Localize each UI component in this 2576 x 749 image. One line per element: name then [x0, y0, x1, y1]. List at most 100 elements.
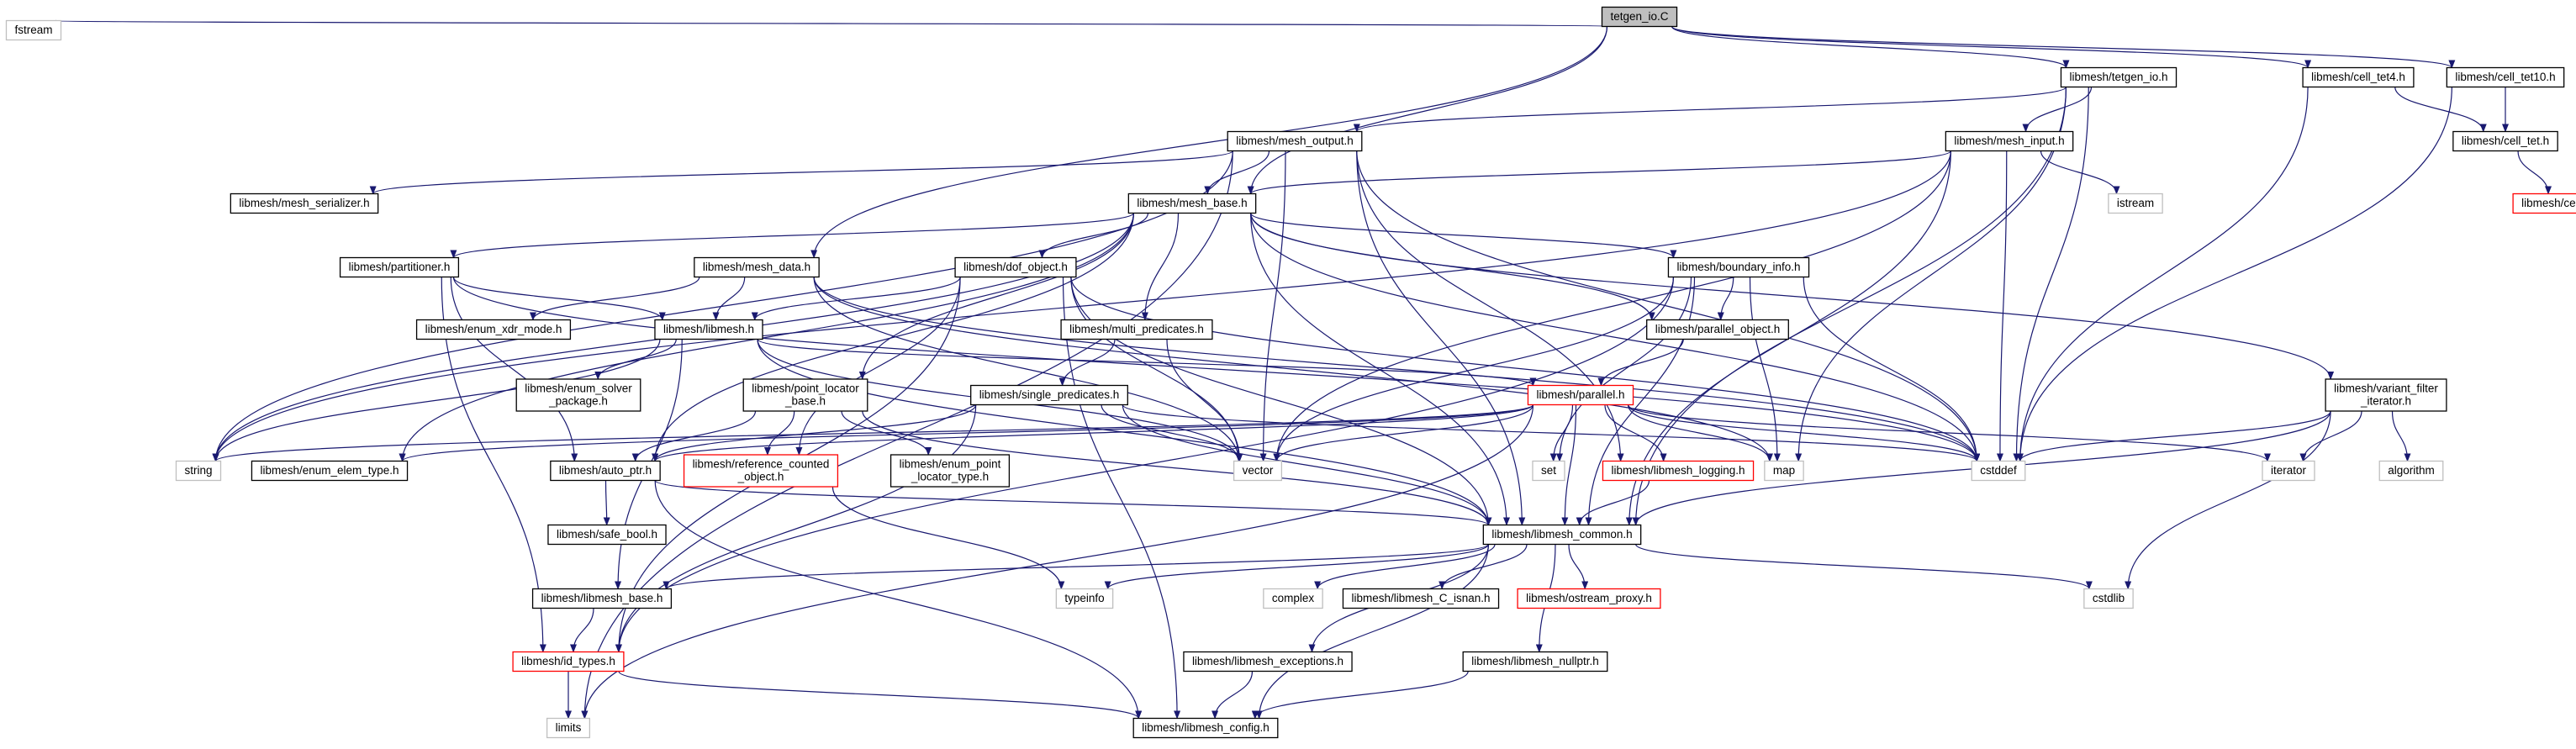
node-libmesh-id-types-h[interactable]: libmesh/id_types.h — [512, 651, 625, 673]
edge-dof_object-to-libmesh_h — [751, 277, 961, 321]
node-libmesh-libmesh-common-h[interactable]: libmesh/libmesh_common.h — [1482, 524, 1642, 546]
edge-line — [2299, 410, 2362, 462]
node-libmesh-dof-object-h[interactable]: libmesh/dof_object.h — [954, 256, 1077, 278]
edge-libmesh_common-to-complex — [1314, 544, 1496, 590]
edge-line — [1356, 150, 1981, 462]
node-libmesh-cell-tet-h[interactable]: libmesh/cell_tet.h — [2452, 130, 2558, 152]
edge-line — [2125, 410, 2331, 590]
edge-mesh_data-to-vector — [813, 277, 1243, 462]
edge-libmesh_common-to-libmesh_config — [1255, 544, 1489, 720]
edge-id_types-to-libmesh_config — [618, 670, 1143, 720]
edge-boundary_info-to-cstddef — [1803, 277, 1981, 462]
node-libmesh-multi-predicates-h[interactable]: libmesh/multi_predicates.h — [1060, 319, 1213, 340]
node-libmesh-boundary-info-h[interactable]: libmesh/boundary_info.h — [1667, 256, 1810, 278]
node-label: libmesh/cell_tet4.h — [2311, 71, 2405, 83]
node-libmesh-tetgen-io-h[interactable]: libmesh/tetgen_io.h — [2060, 66, 2177, 88]
node-limits: limits — [546, 717, 591, 739]
node-libmesh-libmesh-config-h[interactable]: libmesh/libmesh_config.h — [1132, 717, 1279, 739]
edge-line — [1247, 150, 1951, 195]
node-libmesh-cell-h[interactable]: libmesh/cell.h — [2512, 193, 2576, 214]
node-libmesh-mesh-base-h[interactable]: libmesh/mesh_base.h — [1127, 193, 1257, 214]
node-box — [251, 460, 409, 482]
edge-mesh_input-to-string — [212, 150, 1951, 462]
node-box — [1132, 717, 1279, 739]
node-label: limits — [556, 721, 582, 734]
node-libmesh-libmesh-nullptr-h[interactable]: libmesh/libmesh_nullptr.h — [1462, 651, 1608, 673]
edge-parallel_h-to-string — [212, 404, 1534, 462]
node-libmesh-reference-counted-object-h[interactable]: libmesh/reference_counted_object.h — [683, 454, 839, 488]
edge-variant_filter-to-iterator — [2299, 410, 2362, 462]
node-libmesh-cell-tet10-h[interactable]: libmesh/cell_tet10.h — [2446, 66, 2565, 88]
node-box — [1482, 524, 1642, 546]
edge-layer — [55, 19, 2552, 720]
edge-line — [452, 277, 666, 321]
node-tetgen-io-c[interactable]: tetgen_io.C — [1601, 6, 1678, 28]
node-libmesh-parallel-object-h[interactable]: libmesh/parallel_object.h — [1646, 319, 1789, 340]
edge-line — [631, 410, 757, 462]
node-libmesh-libmesh-h[interactable]: libmesh/libmesh.h — [654, 319, 763, 340]
edge-boundary_info-to-vector — [1273, 277, 1675, 462]
edge-dof_object-to-cstddef — [1070, 277, 1981, 462]
edge-mesh_input-to-istream — [2040, 150, 2120, 195]
edge-mesh_base-to-cstddef — [1250, 213, 1981, 462]
edge-line — [751, 277, 961, 321]
node-libmesh-libmesh-exceptions-h[interactable]: libmesh/libmesh_exceptions.h — [1183, 651, 1353, 673]
node-libmesh-mesh-output-h[interactable]: libmesh/mesh_output.h — [1227, 130, 1363, 152]
node-libmesh-libmesh-base-h[interactable]: libmesh/libmesh_base.h — [531, 588, 673, 609]
node-libmesh-enum-point-locator-type-h[interactable]: libmesh/enum_point_locator_type.h — [889, 454, 1011, 488]
node-label: libmesh/mesh_output.h — [1236, 135, 1354, 147]
edge-libmesh_common-to-typeinfo — [1104, 544, 1489, 590]
edge-variant_filter-to-cstddef — [2016, 410, 2331, 462]
node-label: libmesh/auto_ptr.h — [559, 464, 652, 477]
node-libmesh-enum-elem-type-h[interactable]: libmesh/enum_elem_type.h — [251, 460, 409, 482]
node-libmesh-libmesh-c-isnan-h[interactable]: libmesh/libmesh_C_isnan.h — [1342, 588, 1500, 609]
node-libmesh-single-predicates-h[interactable]: libmesh/single_predicates.h — [970, 384, 1128, 406]
edge-line — [1058, 339, 1116, 387]
edge-root-to-cell_tet4 — [1671, 25, 2311, 69]
edge-line — [1250, 213, 1981, 462]
node-libmesh-variant-filter-iterator-h[interactable]: libmesh/variant_filter_iterator.h — [2325, 378, 2447, 412]
edge-mesh_input-to-vector — [1273, 150, 1951, 462]
edge-dof_object-to-ref_counted — [795, 277, 961, 456]
edge-line — [1356, 150, 1526, 526]
node-libmesh-mesh-serializer-h[interactable]: libmesh/mesh_serializer.h — [230, 193, 379, 214]
node-box — [2060, 66, 2177, 88]
edge-line — [212, 404, 1534, 462]
node-box — [2512, 193, 2576, 214]
edge-line — [1273, 404, 1534, 462]
node-libmesh-libmesh-logging-h[interactable]: libmesh/libmesh_logging.h — [1602, 460, 1755, 482]
node-label: libmesh/id_types.h — [521, 655, 615, 667]
node-libmesh-cell-tet4-h[interactable]: libmesh/cell_tet4.h — [2302, 66, 2415, 88]
node-libmesh-enum-xdr-mode-h[interactable]: libmesh/enum_xdr_mode.h — [415, 319, 572, 340]
node-label: libmesh/enum_xdr_mode.h — [425, 323, 562, 335]
edge-mesh_data-to-cstddef — [813, 277, 1981, 462]
edge-mesh_base-to-partitioner — [450, 212, 1134, 259]
node-label: libmesh/mesh_data.h — [703, 261, 810, 273]
edge-root-to-tetgen_io_h — [1671, 25, 2070, 69]
node-libmesh-mesh-input-h[interactable]: libmesh/mesh_input.h — [1945, 130, 2074, 152]
edge-line — [652, 404, 977, 462]
edge-mesh_base-to-variant_filter — [1250, 213, 2334, 380]
edge-root-to-mesh_data — [810, 26, 1608, 259]
edge-libmesh_h-to-enum_solver_package — [594, 339, 677, 380]
edge-line — [615, 404, 977, 653]
edge-line — [450, 212, 1134, 259]
edge-single_predicates-to-auto_ptr — [652, 404, 977, 462]
node-libmesh-partitioner-h[interactable]: libmesh/partitioner.h — [339, 256, 460, 278]
node-libmesh-auto-ptr-h[interactable]: libmesh/auto_ptr.h — [550, 460, 661, 482]
edge-line — [1568, 544, 1589, 590]
edge-line — [1354, 86, 2067, 133]
node-libmesh-point-locator-base-h[interactable]: libmesh/point_locator_base.h — [742, 378, 868, 412]
edge-line — [654, 479, 1492, 526]
node-libmesh-parallel-h[interactable]: libmesh/parallel.h — [1527, 384, 1634, 406]
edge-mesh_input-to-libmesh_common — [1625, 150, 1951, 526]
edge-multi_predicates-to-single_predicates — [1058, 339, 1116, 387]
node-libmesh-ostream-proxy-h[interactable]: libmesh/ostream_proxy.h — [1517, 588, 1661, 609]
node-libmesh-safe-bool-h[interactable]: libmesh/safe_bool.h — [547, 524, 667, 546]
node-label: libmesh/cell_tet.h — [2462, 135, 2549, 147]
node-label: libmesh/libmesh_config.h — [1142, 721, 1270, 734]
edge-single_predicates-to-vector — [1101, 404, 1243, 462]
edge-libmesh_common-to-libmesh_base — [662, 543, 1489, 590]
node-libmesh-enum-solver-package-h[interactable]: libmesh/enum_solver_package.h — [515, 378, 641, 412]
node-libmesh-mesh-data-h[interactable]: libmesh/mesh_data.h — [694, 256, 820, 278]
